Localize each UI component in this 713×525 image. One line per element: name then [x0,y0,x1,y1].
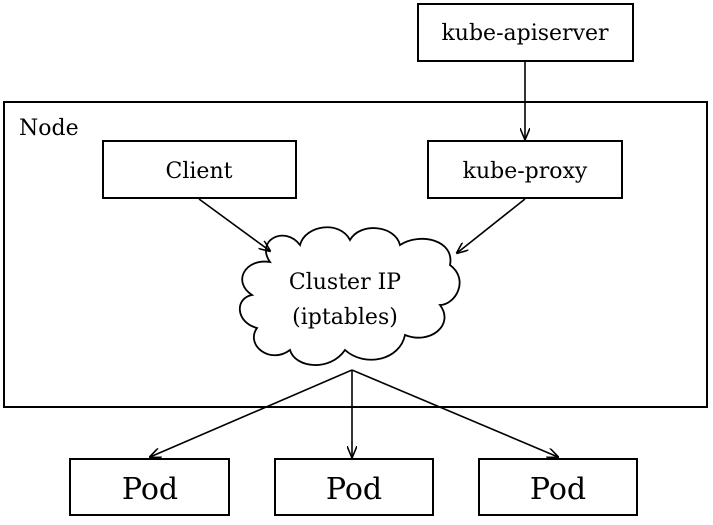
kube-apiserver-box: kube-apiserver [417,3,634,62]
arrow-client-to-cluster-ip [198,198,270,251]
cluster-ip-label-line2: (iptables) [292,305,398,330]
kube-proxy-box: kube-proxy [427,140,623,199]
arrow-cluster-ip-to-pod-3 [351,369,558,457]
cluster-ip-label-line1: Cluster IP [289,270,401,295]
client-box: Client [102,140,297,199]
pod-box-1: Pod [69,458,230,516]
pod-box-3: Pod [478,458,638,516]
pod-label-2: Pod [326,472,382,507]
arrow-proxy-to-cluster-ip [457,198,526,253]
cluster-ip-cloud: Cluster IP (iptables) [238,226,461,366]
arrow-cluster-ip-to-pod-1 [150,369,353,457]
kube-apiserver-label: kube-apiserver [441,21,609,46]
kube-proxy-label: kube-proxy [463,159,588,184]
node-label: Node [19,116,79,141]
pod-label-3: Pod [530,472,586,507]
node-box [3,101,708,408]
client-label: Client [166,159,233,184]
pod-box-2: Pod [274,458,434,516]
pod-label-1: Pod [122,472,178,507]
